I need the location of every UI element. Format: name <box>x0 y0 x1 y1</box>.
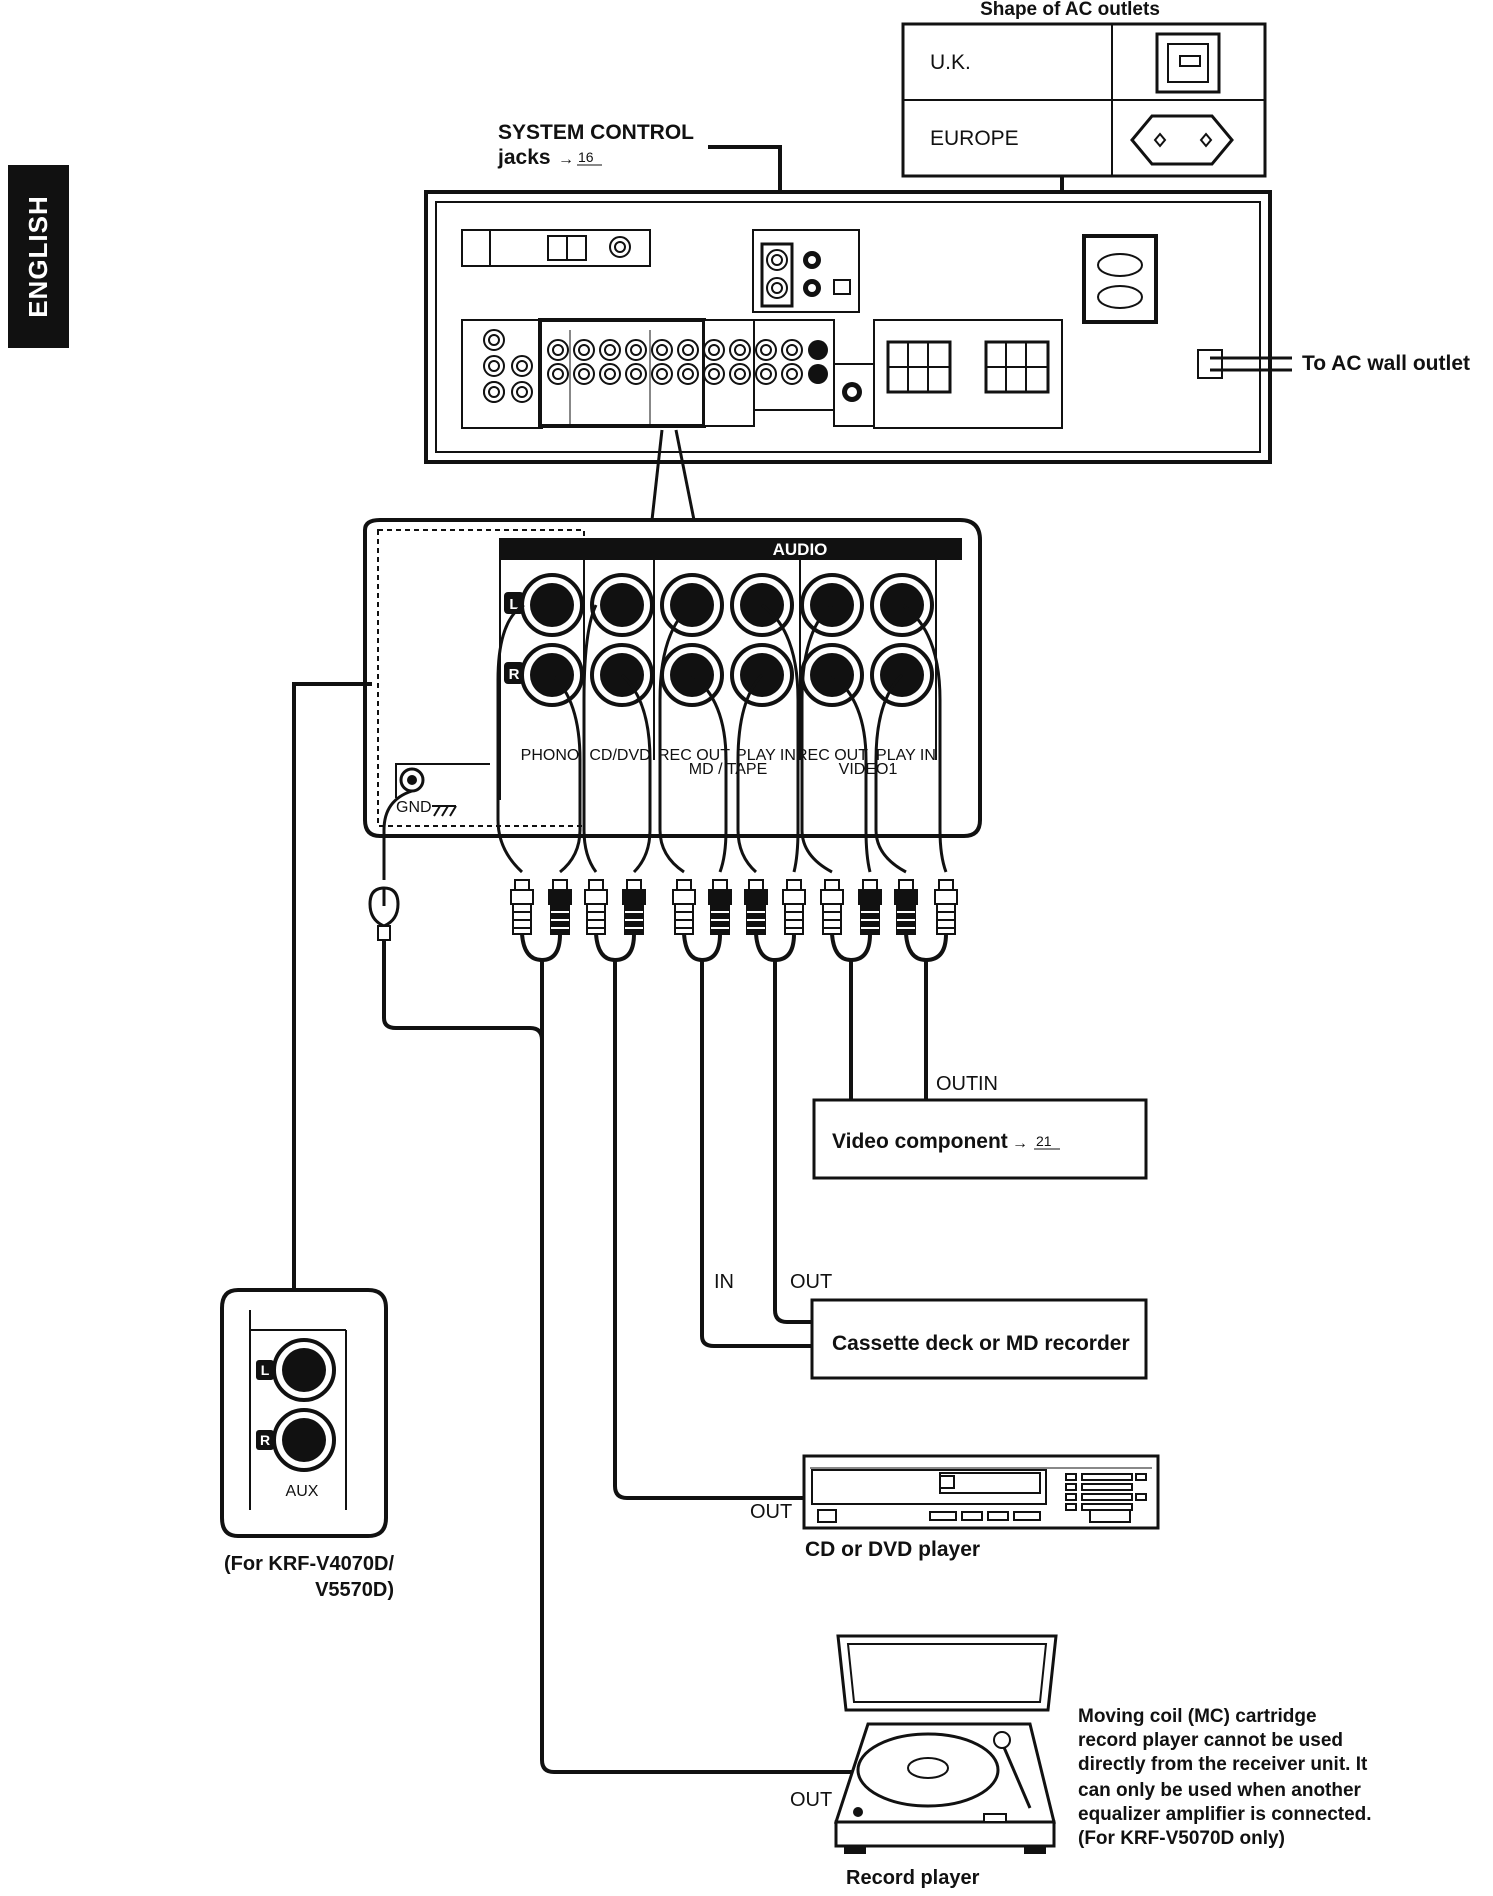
ac-outlet-table: Shape of AC outlets U.K. EUROPE <box>901 0 1267 254</box>
cassette-deck-box: Cassette deck or MD recorder IN OUT <box>714 1271 1148 1380</box>
aux-label: AUX <box>286 1483 319 1500</box>
video1-group-label: VIDEO1 <box>839 761 898 778</box>
aux-r-jack[interactable] <box>272 1408 336 1472</box>
cddvd-l-jack[interactable] <box>590 573 654 637</box>
cd-out-label: OUT <box>750 1501 792 1523</box>
note-line-4: can only be used when another <box>1078 1780 1362 1801</box>
audio-header: AUDIO <box>773 540 828 559</box>
aux-l-jack[interactable] <box>272 1338 336 1402</box>
video-in-label: IN <box>978 1073 998 1095</box>
tape-recout-label: REC OUT <box>658 747 730 764</box>
cddvd-label: CD/DVD <box>589 747 650 764</box>
phono-l-jack[interactable] <box>520 573 584 637</box>
note-line-1: Moving coil (MC) cartridge <box>1078 1706 1317 1727</box>
md-tape-group-label: MD / TAPE <box>689 761 768 778</box>
device-cables <box>292 682 948 1774</box>
language-tab: ENGLISH <box>8 165 69 348</box>
ac-wall-outlet-label: To AC wall outlet <box>1302 352 1470 375</box>
cd-player-label: CD or DVD player <box>805 1538 980 1561</box>
record-player-label: Record player <box>846 1867 980 1889</box>
note-line-2: record player cannot be used <box>1078 1730 1343 1751</box>
note-line-3: directly from the receiver unit. It <box>1078 1754 1368 1775</box>
video-component-label: Video component <box>832 1130 1008 1153</box>
cassette-in-label: IN <box>714 1271 734 1293</box>
record-player-out-label: OUT <box>790 1789 832 1811</box>
cd-player: OUT CD or DVD player <box>750 1454 1160 1561</box>
video-component-page-ref: 21 <box>1036 1133 1052 1149</box>
receiver-rear-panel <box>424 190 1292 464</box>
tape-playin-label: PLAY IN <box>736 747 796 764</box>
ac-outlet-title: Shape of AC outlets <box>980 0 1160 20</box>
phono-label: PHONO <box>521 747 580 764</box>
rca-plugs <box>510 879 958 935</box>
system-control-jacks: jacks <box>497 146 551 169</box>
aux-left-badge: L <box>261 1362 270 1378</box>
uk-plug-icon <box>1155 32 1221 94</box>
video-component-box: Video component → 21 OUT IN <box>812 1073 1148 1180</box>
arrow-icon: → <box>558 151 574 168</box>
arrow-icon: → <box>1012 1135 1028 1152</box>
video-playin-label: PLAY IN <box>876 747 936 764</box>
ac-outlet-europe-label: EUROPE <box>930 127 1019 150</box>
ground-lug-icon <box>368 886 400 941</box>
video-out-label: OUT <box>936 1073 978 1095</box>
cassette-deck-label: Cassette deck or MD recorder <box>832 1332 1130 1355</box>
system-control-page-ref: 16 <box>578 149 594 165</box>
cassette-out-label: OUT <box>790 1271 832 1293</box>
enlarged-audio-panel: AUDIO L R PHONO CD/DVD REC OUT PLAY IN R… <box>363 518 982 838</box>
aux-right-badge: R <box>260 1432 270 1448</box>
panel-cables <box>382 603 948 880</box>
left-channel-badge: L <box>509 596 518 613</box>
aux-note-line1: (For KRF-V4070D/ <box>224 1553 394 1575</box>
gnd-terminal[interactable] <box>399 767 425 793</box>
aux-note-line2: V5570D) <box>315 1579 394 1601</box>
ac-outlet-uk-label: U.K. <box>930 51 971 74</box>
record-player: OUT Record player <box>790 1634 1058 1889</box>
note-line-5: equalizer amplifier is connected. <box>1078 1804 1372 1825</box>
video-recout-label: REC OUT <box>796 747 868 764</box>
system-control-title: SYSTEM CONTROL <box>498 121 694 144</box>
gnd-label: GND <box>396 799 432 816</box>
mc-cartridge-note: Moving coil (MC) cartridge record player… <box>1078 1706 1372 1849</box>
ground-icon <box>432 805 457 817</box>
europe-plug-icon <box>1130 114 1234 166</box>
note-line-6: (For KRF-V5070D only) <box>1078 1828 1285 1849</box>
right-channel-badge: R <box>509 666 520 683</box>
aux-panel: L R AUX <box>220 1288 388 1538</box>
